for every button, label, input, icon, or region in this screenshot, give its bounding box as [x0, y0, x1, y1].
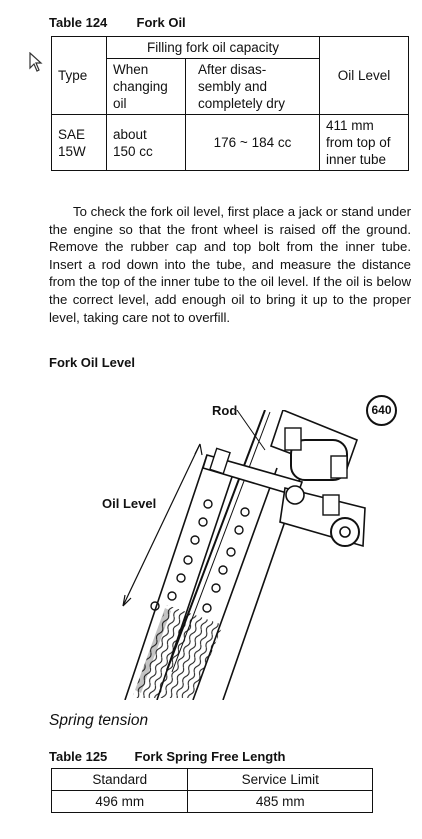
- cell-oil-level: 411 mm from top of inner tube: [319, 114, 409, 171]
- mouse-cursor-icon: [29, 52, 43, 72]
- table-125-caption: Table 125 Fork Spring Free Length: [49, 749, 286, 764]
- cell-type: SAE 15W: [51, 114, 107, 171]
- cell-when-changing: about 150 cc: [106, 114, 186, 171]
- header-standard: Standard: [50, 768, 189, 791]
- table-124-caption: Table 124 Fork Oil: [49, 15, 186, 30]
- fork-oil-table: Type Filling fork oil capacity Oil Level…: [51, 36, 409, 171]
- fork-oil-level-diagram: [122, 410, 366, 700]
- header-filling-capacity: Filling fork oil capacity: [106, 36, 320, 59]
- label-oil-level: Oil Level: [102, 496, 157, 511]
- cell-service-limit: 485 mm: [187, 790, 373, 813]
- table-124-number: Table 124: [49, 15, 108, 30]
- section-heading: Spring tension: [49, 712, 149, 729]
- table-124-title: Fork Oil: [136, 15, 186, 30]
- table-125-number: Table 125: [49, 749, 108, 764]
- figure-title: Fork Oil Level: [49, 355, 135, 370]
- figure-number-badge: 640: [366, 395, 397, 426]
- cell-standard: 496 mm: [50, 790, 189, 813]
- cell-after-disassembly: 176 ~ 184 cc: [185, 114, 320, 171]
- header-when-changing: When changing oil: [106, 58, 186, 115]
- header-service-limit: Service Limit: [187, 768, 373, 791]
- instruction-paragraph: To check the fork oil level, first place…: [49, 204, 411, 325]
- table-125-title: Fork Spring Free Length: [134, 749, 286, 764]
- header-type: Type: [51, 36, 107, 115]
- header-oil-level: Oil Level: [319, 36, 409, 115]
- fork-spring-table: Standard Service Limit 496 mm 485 mm: [50, 768, 373, 813]
- label-rod: Rod: [212, 403, 238, 418]
- header-after-disassembly: After disas- sembly and completely dry: [185, 58, 320, 115]
